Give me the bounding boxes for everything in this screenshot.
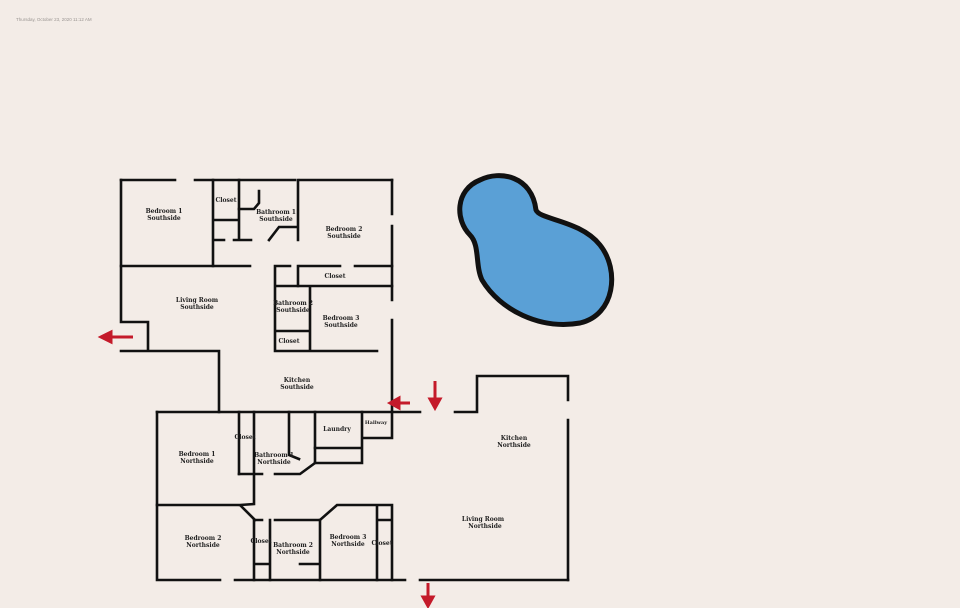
svg-text:Closet: Closet	[371, 540, 392, 547]
southside-walls	[119, 178, 394, 414]
svg-text:Laundry: Laundry	[323, 426, 351, 433]
svg-text:Closet: Closet	[278, 338, 299, 345]
svg-text:Closet: Closet	[324, 273, 345, 280]
exit-arrow-south-door	[420, 583, 436, 608]
exit-arrow-hallway	[386, 395, 410, 411]
svg-text:Closet: Closet	[234, 434, 255, 441]
svg-text:Closet: Closet	[250, 538, 271, 545]
page-time: 11:12 AM	[73, 17, 92, 22]
northside-walls	[155, 374, 570, 582]
exit-arrow-west	[97, 329, 133, 345]
page-date: Thursday, October 23, 2020	[16, 17, 72, 22]
exit-arrow-north-door	[427, 381, 443, 412]
pool	[457, 173, 615, 327]
svg-text:Hallway: Hallway	[365, 420, 388, 426]
svg-text:Closet: Closet	[215, 197, 236, 204]
